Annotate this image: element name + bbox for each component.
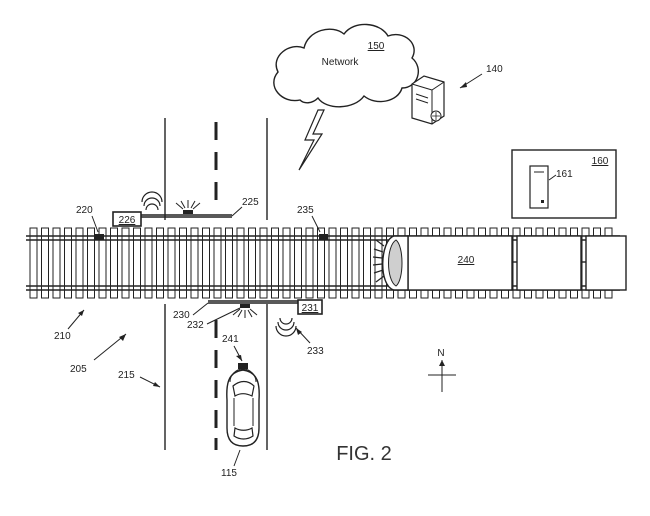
railroad-tie xyxy=(52,227,61,299)
compass-icon: N xyxy=(428,348,456,392)
railroad-tie xyxy=(133,227,141,299)
railroad-tie xyxy=(351,227,360,299)
train-car-3 xyxy=(585,235,627,291)
car-sensor-241 xyxy=(238,363,248,369)
box-server-ref-label: 161 xyxy=(556,169,573,180)
railroad-tie xyxy=(282,227,291,299)
railroad-tie xyxy=(41,227,49,299)
railroad-tie xyxy=(64,227,72,299)
signal-waves-top-icon xyxy=(141,191,163,211)
railroad-tie xyxy=(305,227,314,299)
signal-waves-bottom-icon xyxy=(275,317,297,337)
signal-233-label: 233 xyxy=(307,346,324,357)
road-215-label: 215 xyxy=(118,370,135,381)
railroad-tie xyxy=(328,227,337,299)
railroad-tie xyxy=(271,227,279,299)
control-unit-226 xyxy=(112,211,142,227)
figure-title: FIG. 2 xyxy=(336,443,392,465)
wireless-link-icon xyxy=(298,109,325,171)
railroad-tie xyxy=(190,227,199,299)
crossing-gate-bottom: 231 xyxy=(208,299,323,337)
network-label: Network xyxy=(322,57,360,68)
railroad-tie xyxy=(75,227,84,299)
track-sensor-235 xyxy=(319,234,328,240)
sensor-220-label: 220 xyxy=(76,205,93,216)
bar-225-label: 225 xyxy=(242,197,259,208)
railroad-tie xyxy=(374,227,383,299)
server-ref-label: 140 xyxy=(486,64,503,75)
railroad-tie xyxy=(167,227,176,299)
unit-226-label: 226 xyxy=(119,215,136,226)
railroad-tie xyxy=(248,227,256,299)
railroad-tie xyxy=(98,227,107,299)
train: 240 xyxy=(372,235,627,291)
train-ref-label: 240 xyxy=(458,255,475,266)
railroad-tie xyxy=(110,227,118,299)
railroad-tie xyxy=(202,227,210,299)
track-210-label: 210 xyxy=(54,331,71,342)
railroad-tie xyxy=(225,227,233,299)
railroad-tie xyxy=(294,227,302,299)
railroad-tie xyxy=(340,227,348,299)
locomotive-light-rays xyxy=(372,239,385,283)
car-rear-window xyxy=(233,427,254,440)
warning-light-top xyxy=(183,210,193,214)
railroad-tie xyxy=(236,227,245,299)
warning-light-bottom xyxy=(240,304,250,308)
network-ref-label: 150 xyxy=(368,41,385,52)
railroad-tie xyxy=(87,227,95,299)
warning-light-top-rays xyxy=(175,200,201,210)
crossing-205-label: 205 xyxy=(70,364,87,375)
box-ref-label: 160 xyxy=(592,156,609,167)
railroad-tie xyxy=(121,227,130,299)
control-unit-231 xyxy=(297,299,323,315)
compass-north-label: N xyxy=(437,348,444,359)
railroad-tie xyxy=(317,227,325,299)
railroad-tie xyxy=(259,227,268,299)
bar-230-label: 230 xyxy=(173,310,190,321)
car xyxy=(226,363,260,447)
railroad-tie xyxy=(363,227,371,299)
track-sensor-220 xyxy=(95,234,104,240)
server-161-icon xyxy=(529,165,549,209)
car-sensor-241-label: 241 xyxy=(222,334,239,345)
railroad-tie xyxy=(213,227,222,299)
car-windshield xyxy=(232,380,255,397)
train-car-2 xyxy=(516,235,582,291)
sensor-235-label: 235 xyxy=(297,205,314,216)
car-115-label: 115 xyxy=(221,468,237,479)
unit-231-label: 231 xyxy=(302,303,319,314)
train-car-1 xyxy=(407,235,513,291)
railroad-tie xyxy=(144,227,153,299)
railroad-tie xyxy=(179,227,187,299)
network-cloud: Network 150 xyxy=(273,23,420,108)
locomotive-face xyxy=(388,239,403,287)
light-232-label: 232 xyxy=(187,320,204,331)
server-140-icon xyxy=(411,75,445,125)
railroad-tie xyxy=(156,227,164,299)
facility-160: 160 161 xyxy=(511,149,617,219)
crossing-gate-top: 226 xyxy=(112,191,243,227)
railroad-tie xyxy=(29,227,38,299)
warning-light-bottom-rays xyxy=(232,308,258,318)
